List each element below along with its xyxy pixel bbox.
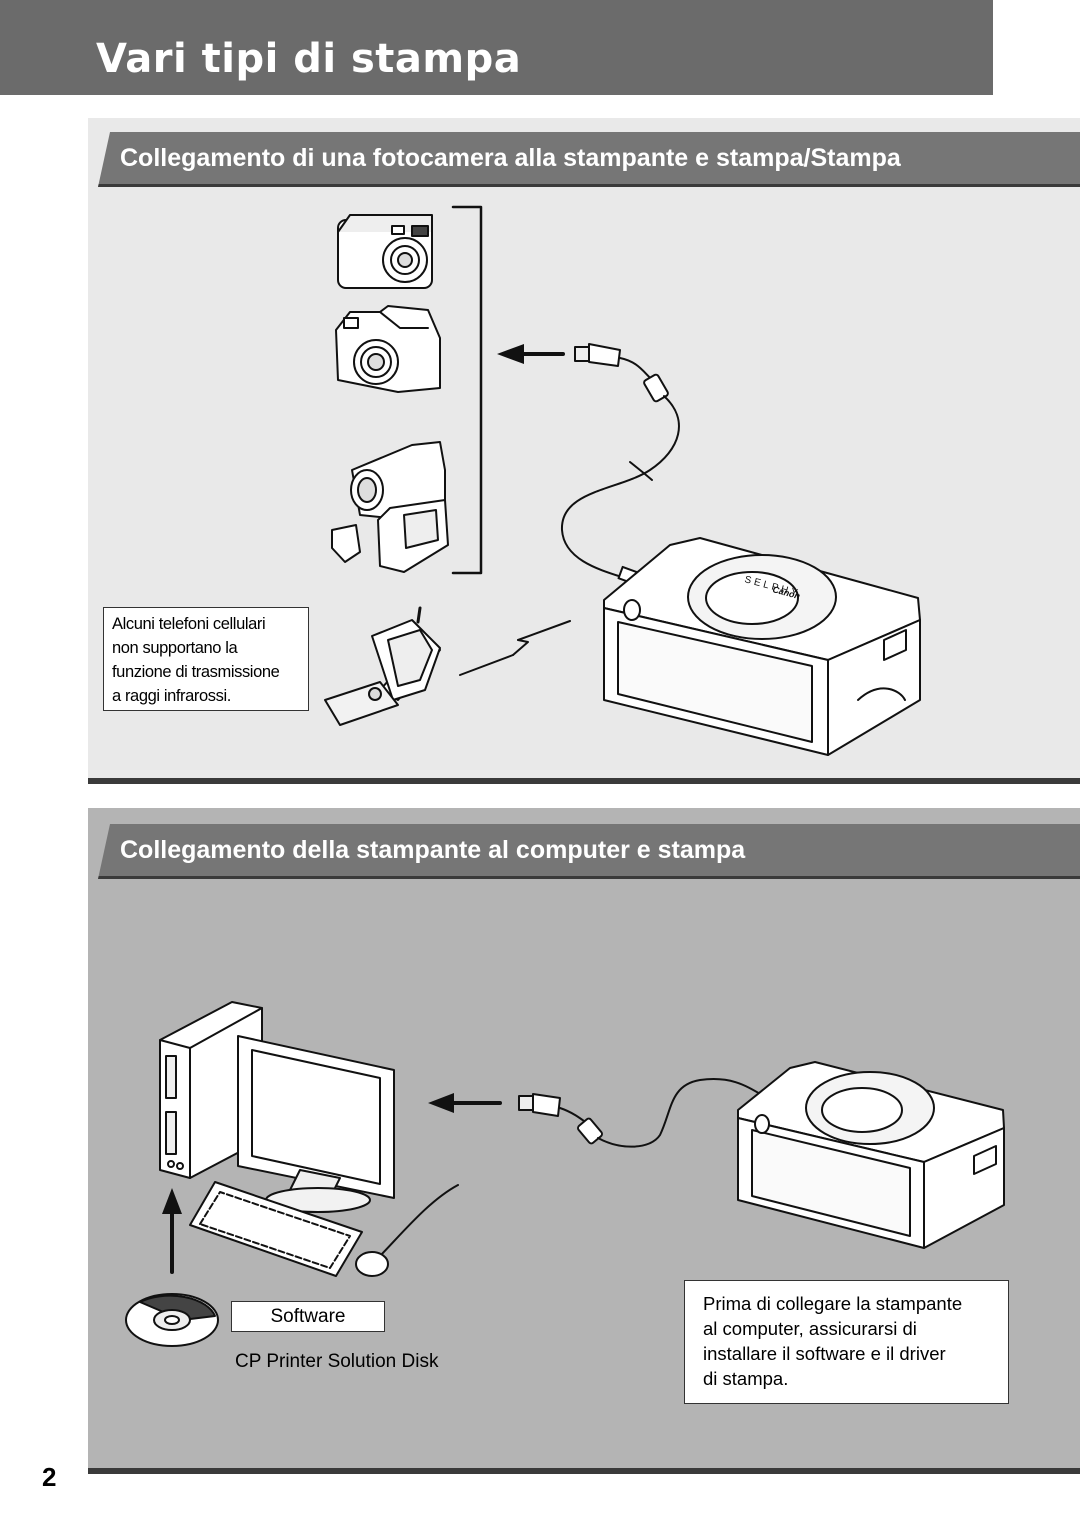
camcorder-icon [331, 441, 449, 573]
section-camera-heading-bar: Collegamento di una fotocamera alla stam… [98, 132, 1080, 187]
page-number: 2 [42, 1462, 57, 1492]
driver-note-line: di stampa. [703, 1368, 789, 1389]
digital-camera-icon [337, 214, 433, 289]
device-group-bracket [451, 205, 483, 575]
page-title: Vari tipi di stampa [96, 36, 522, 82]
arrow-icon [497, 344, 565, 364]
driver-install-note: Prima di collegare la stampante al compu… [684, 1280, 1009, 1404]
infrared-note-line: a raggi infrarossi. [112, 687, 231, 705]
usb-cable-icon [560, 343, 680, 587]
cd-disk-icon [125, 1293, 219, 1347]
infrared-signal-icon [459, 620, 571, 676]
monitor-icon [237, 1035, 395, 1213]
section-camera-heading: Collegamento di una fotocamera alla stam… [120, 144, 901, 172]
computer-tower-icon [159, 1001, 263, 1179]
mouse-icon [355, 1184, 459, 1277]
mobile-phone-icon [324, 606, 441, 726]
section-computer-heading: Collegamento della stampante al computer… [120, 836, 746, 864]
infrared-note-line: non supportano la [112, 639, 238, 657]
title-bar [0, 0, 993, 95]
photo-printer-icon [603, 537, 921, 756]
driver-note-line: Prima di collegare la stampante [703, 1293, 963, 1314]
keyboard-icon [189, 1181, 363, 1277]
disk-label: CP Printer Solution Disk [235, 1351, 439, 1372]
section-computer-heading-bar: Collegamento della stampante al computer… [98, 824, 1080, 879]
arrow-icon [428, 1093, 502, 1113]
driver-note-line: installare il software e il driver [703, 1343, 946, 1364]
arrow-icon [162, 1188, 182, 1274]
infrared-note-line: funzione di trasmissione [112, 663, 280, 681]
usb-cable-icon [518, 1078, 763, 1148]
infrared-note-line: Alcuni telefoni cellulari [112, 615, 266, 633]
driver-note-line: al computer, assicurarsi di [703, 1318, 917, 1339]
bridge-camera-icon [335, 305, 441, 393]
photo-printer-icon [737, 1061, 1005, 1249]
infrared-note: Alcuni telefoni cellulari non supportano… [103, 607, 309, 711]
software-label: Software [231, 1301, 385, 1332]
